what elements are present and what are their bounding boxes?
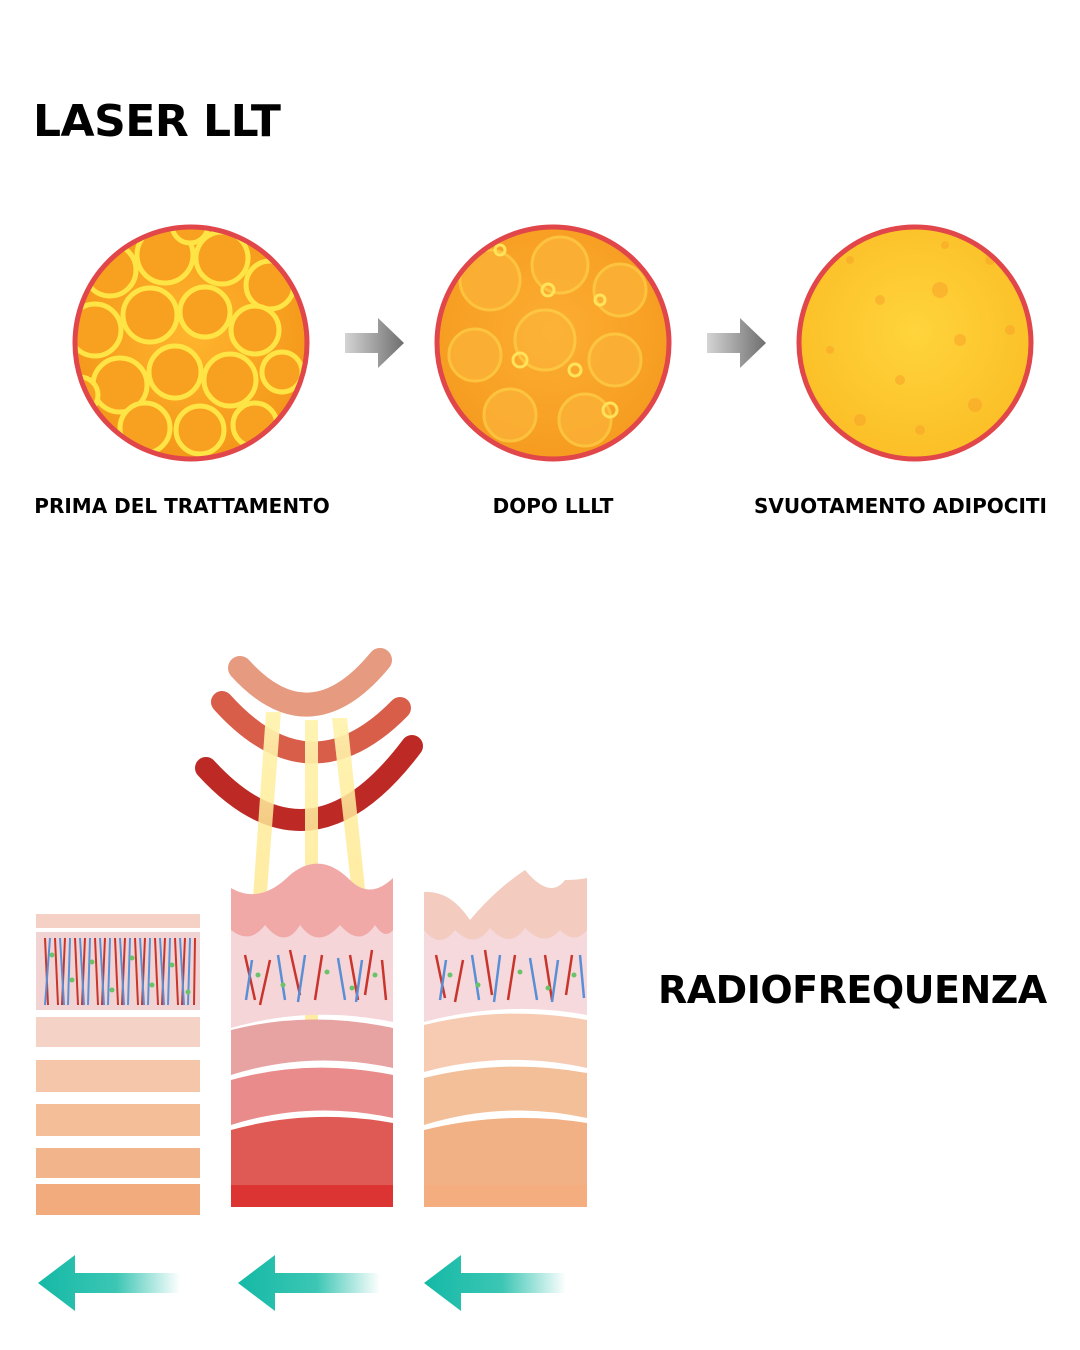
fat-cells-empty-icon <box>796 224 1034 462</box>
stage-caption-emptying: SVUOTAMENTO ADIPOCITI <box>754 494 1047 518</box>
stage-caption-before: PRIMA DEL TRATTAMENTO <box>34 494 330 518</box>
teal-arrow-left-icon <box>238 1255 380 1311</box>
fat-cells-emptying-icon <box>434 224 672 462</box>
stage-caption-after-lllt: DOPO LLLT <box>492 494 614 518</box>
gray-arrow-right-icon <box>707 318 766 368</box>
skin-layers-after-icon <box>424 870 587 1207</box>
skin-layers-normal-icon <box>36 914 200 1215</box>
skin-layers-heated-icon <box>231 863 393 1207</box>
laser-section-title: LASER LLT <box>33 96 281 147</box>
teal-arrow-left-icon <box>38 1255 180 1311</box>
fat-cells-full-icon <box>72 224 310 462</box>
gray-arrow-right-icon <box>345 318 404 368</box>
teal-arrow-left-icon <box>424 1255 566 1311</box>
rf-section-title: RADIOFREQUENZA <box>658 968 1047 1012</box>
